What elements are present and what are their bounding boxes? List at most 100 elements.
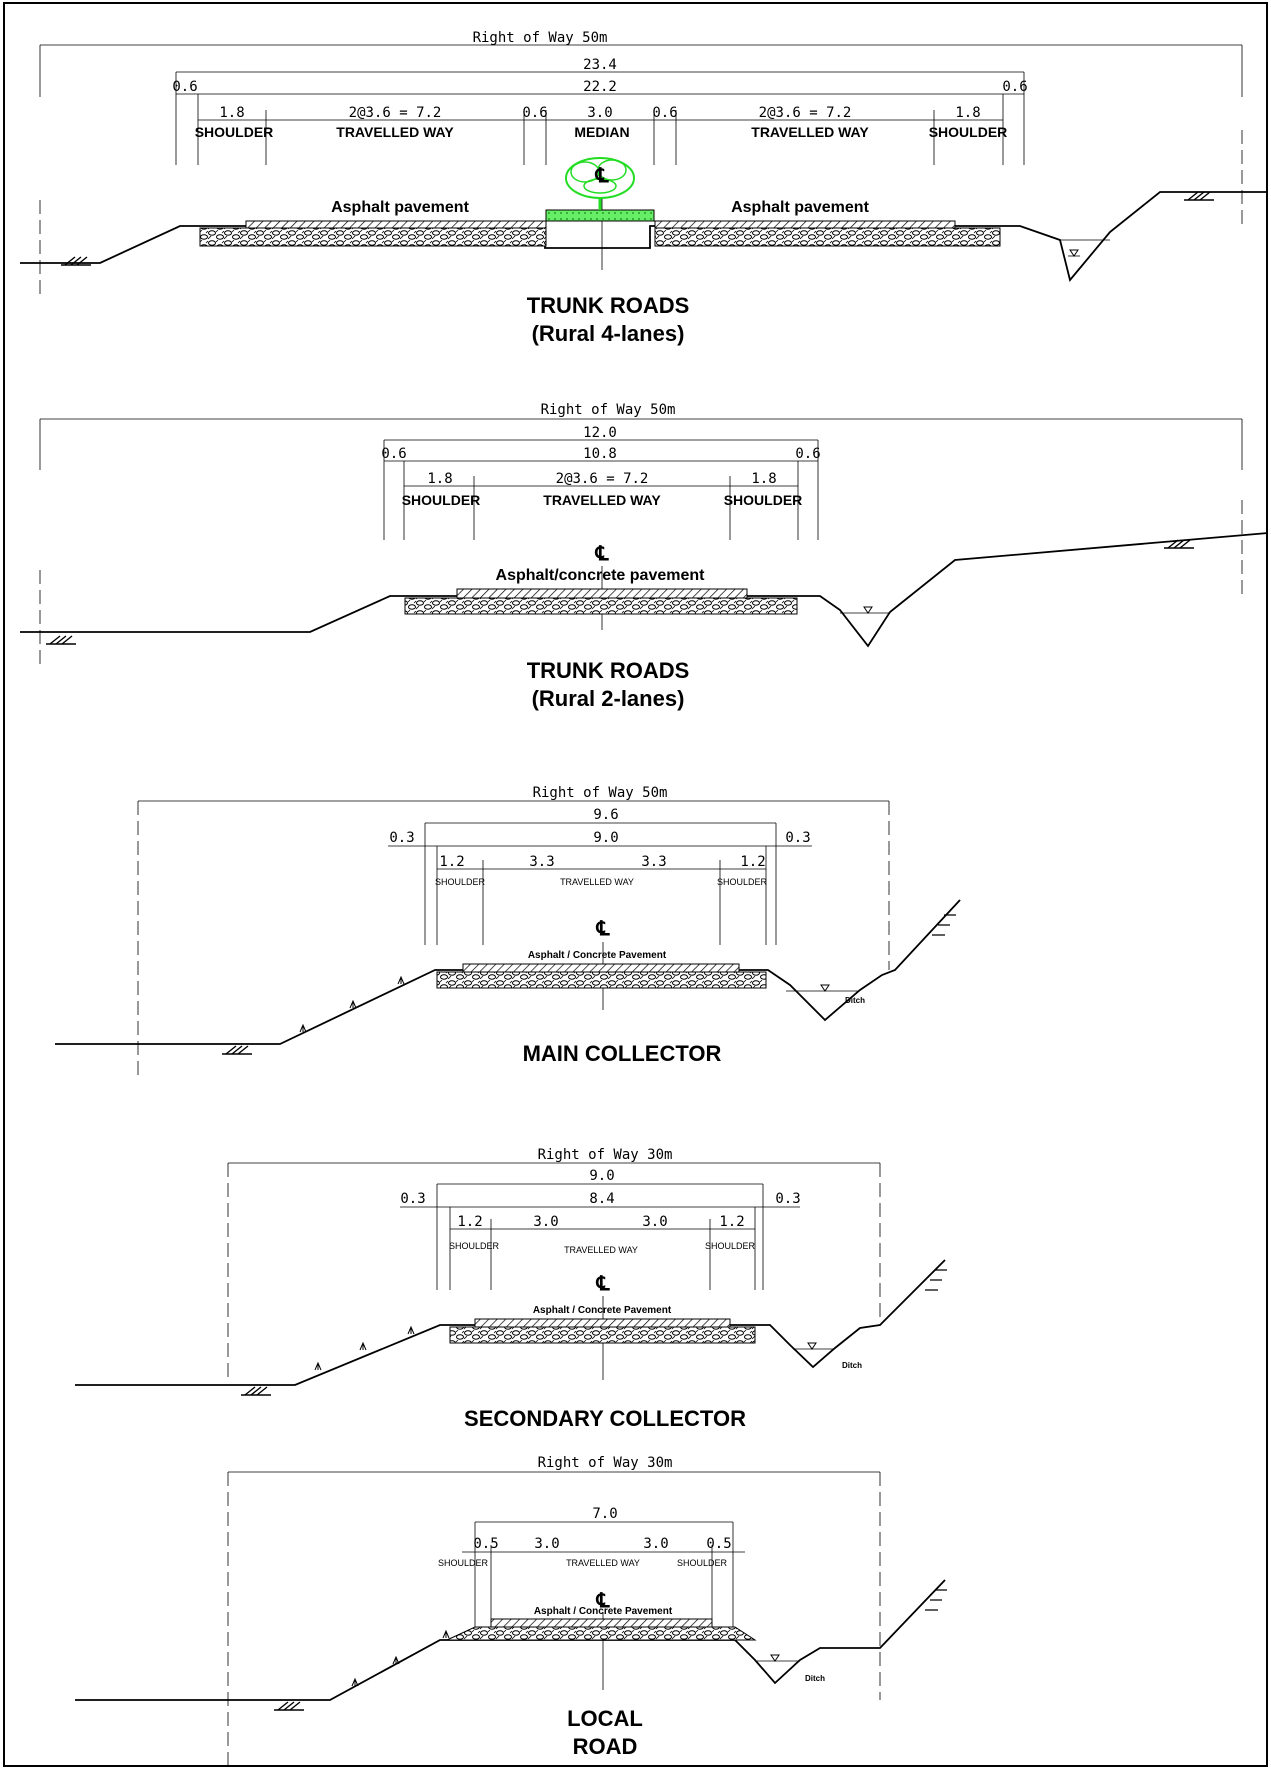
travel-left-width: 2@3.6 = 7.2 — [349, 105, 442, 121]
ditch-label: Ditch — [805, 1674, 825, 1683]
ground-profile — [55, 899, 961, 1045]
edge-right: 0.3 — [775, 1191, 800, 1207]
section-trunk-2lane: Right of Way 50m 12.0 10.8 0.6 0.6 1.8 2… — [20, 402, 1269, 711]
edge-right: 0.6 — [795, 446, 820, 462]
lane-right-width: 3.0 — [643, 1536, 668, 1552]
centerline-symbol: ℄ — [595, 165, 610, 187]
lane-left-width: 3.0 — [534, 1536, 559, 1552]
section-title: LOCAL — [567, 1706, 643, 1731]
ditch-label: Ditch — [845, 996, 865, 1005]
median-gap-left: 0.6 — [522, 105, 547, 121]
travel-label: TRAVELLED WAY — [543, 492, 661, 508]
section-subtitle: (Rural 4-lanes) — [532, 321, 685, 346]
inner-width: 9.0 — [593, 830, 618, 846]
shoulder-right-width: 1.8 — [751, 471, 776, 487]
shoulder-right-label: SHOULDER — [717, 877, 768, 887]
shoulder-right-label: SHOULDER — [705, 1241, 756, 1251]
ground-profile — [20, 191, 1268, 282]
shoulder-left-width: 1.2 — [457, 1214, 482, 1230]
asphalt-layer — [490, 1618, 713, 1628]
median-label: MEDIAN — [574, 124, 629, 140]
ground-profile — [75, 1259, 946, 1386]
shoulder-left-label: SHOULDER — [438, 1558, 489, 1568]
row-label: Right of Way 30m — [538, 1455, 673, 1471]
median-grass — [545, 209, 655, 222]
travel-left-label: TRAVELLED WAY — [336, 124, 454, 140]
row-label: Right of Way 50m — [533, 785, 668, 801]
base-course — [404, 597, 798, 615]
inner-width: 22.2 — [583, 79, 617, 95]
lane-left-width: 3.3 — [529, 854, 554, 870]
section-subtitle: (Rural 2-lanes) — [532, 686, 685, 711]
edge-right: 0.6 — [1002, 79, 1027, 95]
centerline-symbol: ℄ — [595, 543, 610, 565]
pavement-label: Asphalt / Concrete Pavement — [533, 1305, 672, 1316]
shoulder-left-label: SHOULDER — [195, 124, 274, 140]
base-course — [449, 1326, 756, 1344]
base-right — [654, 227, 1001, 247]
travel-label: TRAVELLED WAY — [566, 1558, 640, 1568]
pavement-label-left: Asphalt pavement — [331, 199, 469, 216]
ditch-label: Ditch — [842, 1361, 862, 1370]
row-label: Right of Way 50m — [541, 402, 676, 418]
section-title: TRUNK ROADS — [527, 658, 690, 683]
inner-width: 8.4 — [589, 1191, 614, 1207]
asphalt-right — [654, 220, 956, 229]
base-left — [199, 227, 547, 247]
row-label: Right of Way 50m — [473, 30, 608, 46]
shoulder-left-label: SHOULDER — [402, 492, 481, 508]
overall-width: 9.6 — [593, 807, 618, 823]
overall-width: 7.0 — [592, 1506, 617, 1522]
overall-width: 23.4 — [583, 57, 617, 73]
travel-width: 2@3.6 = 7.2 — [556, 471, 649, 487]
section-title: MAIN COLLECTOR — [523, 1041, 722, 1066]
row-label: Right of Way 30m — [538, 1147, 673, 1163]
edge-left: 0.6 — [172, 79, 197, 95]
shoulder-right-label: SHOULDER — [677, 1558, 728, 1568]
inner-width: 10.8 — [583, 446, 617, 462]
section-trunk-4lane: Right of Way 50m 23.4 22.2 0.6 0.6 1.8 2… — [20, 30, 1268, 346]
pavement-label: Asphalt / Concrete Pavement — [534, 1606, 673, 1617]
travel-right-width: 2@3.6 = 7.2 — [759, 105, 852, 121]
median-width: 3.0 — [587, 105, 612, 121]
sheet-frame — [3, 2, 1268, 1767]
lane-left-width: 3.0 — [533, 1214, 558, 1230]
shoulder-right-width: 1.2 — [719, 1214, 744, 1230]
travel-label: TRAVELLED WAY — [560, 877, 634, 887]
overall-width: 9.0 — [589, 1168, 614, 1184]
edge-right: 0.3 — [785, 830, 810, 846]
shoulder-right-width: 0.5 — [706, 1536, 731, 1552]
shoulder-left-width: 1.8 — [219, 105, 244, 121]
section-subtitle: ROAD — [573, 1734, 638, 1759]
base-course — [446, 1626, 757, 1641]
section-main-collector: Right of Way 50m 9.6 9.0 0.3 0.3 1.2 3.3… — [55, 785, 961, 1080]
pavement-label-right: Asphalt pavement — [731, 199, 869, 216]
shoulder-right-width: 1.2 — [740, 854, 765, 870]
shoulder-right-width: 1.8 — [955, 105, 980, 121]
centerline-symbol: ℄ — [596, 918, 611, 940]
shoulder-left-label: SHOULDER — [449, 1241, 500, 1251]
lane-right-width: 3.3 — [641, 854, 666, 870]
asphalt-left — [245, 220, 547, 229]
edge-left: 0.3 — [389, 830, 414, 846]
shoulder-right-label: SHOULDER — [929, 124, 1008, 140]
centerline-symbol: ℄ — [596, 1590, 611, 1612]
centerline-symbol: ℄ — [596, 1273, 611, 1295]
section-local-road: Right of Way 30m 7.0 0.5 3.0 3.0 0.5 SHO… — [75, 1455, 947, 1766]
section-title: TRUNK ROADS — [527, 293, 690, 318]
tree-icon — [565, 157, 635, 210]
shoulder-left-label: SHOULDER — [435, 877, 486, 887]
lane-right-width: 3.0 — [642, 1214, 667, 1230]
edge-left: 0.3 — [400, 1191, 425, 1207]
travel-label: TRAVELLED WAY — [564, 1245, 638, 1255]
median-gap-right: 0.6 — [652, 105, 677, 121]
section-title: SECONDARY COLLECTOR — [464, 1406, 746, 1431]
pavement-label: Asphalt / Concrete Pavement — [528, 950, 667, 961]
asphalt-layer — [456, 588, 748, 599]
ground-profile — [20, 532, 1269, 648]
overall-width: 12.0 — [583, 425, 617, 441]
section-secondary-collector: Right of Way 30m 9.0 8.4 0.3 0.3 1.2 3.0… — [75, 1147, 947, 1431]
asphalt-layer — [474, 1318, 731, 1328]
shoulder-left-width: 1.8 — [427, 471, 452, 487]
